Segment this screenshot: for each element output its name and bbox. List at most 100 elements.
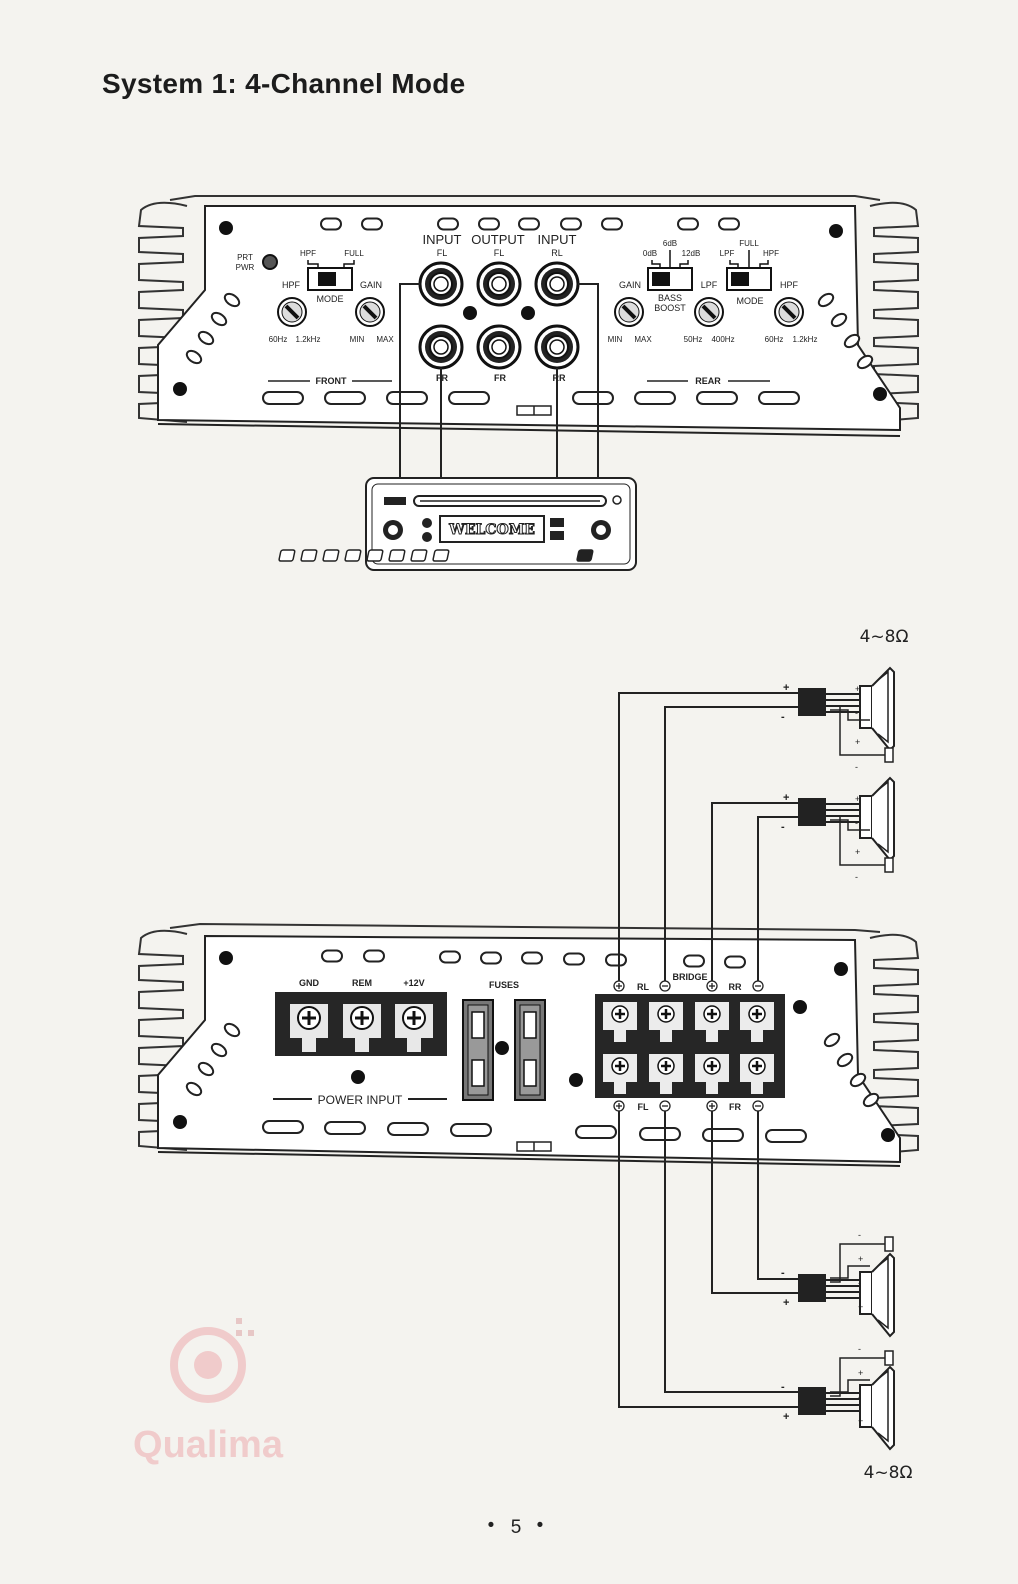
svg-text:-: -	[858, 1392, 861, 1402]
rca-jack-fr-out[interactable]	[476, 324, 522, 370]
rca-top-label: FL	[494, 248, 505, 258]
speaker-rear-right: + - + -	[797, 777, 895, 882]
svg-text:+: +	[783, 682, 789, 694]
bass-boost-6db: 6dB	[663, 239, 677, 248]
front-gain-knob[interactable]: GAIN MIN MAX	[350, 280, 395, 344]
rca-jack-fr-in[interactable]	[418, 324, 464, 370]
rear-mode-switch[interactable]: FULL LPF HPF MODE	[720, 239, 779, 306]
svg-text:-: -	[855, 872, 858, 882]
bridge-label: BRIDGE	[672, 972, 707, 982]
svg-text:+: +	[783, 1411, 789, 1423]
power-input-label: POWER INPUT	[318, 1093, 403, 1107]
impedance-top: 4~8Ω	[860, 627, 909, 647]
speaker-terminal-fl-neg[interactable]	[642, 1045, 690, 1099]
rear-hpf-max: 1.2kHz	[793, 335, 818, 344]
bass-boost-switch[interactable]: 6dB 0dB 12dB BASS BOOST	[643, 239, 700, 313]
rca-header-input-left: INPUT	[423, 232, 462, 247]
rca-header-input-right: INPUT	[538, 232, 577, 247]
mount-screw	[834, 962, 848, 976]
rca-header-output: OUTPUT	[471, 232, 525, 247]
bass-boost-line1: BASS	[658, 293, 682, 303]
rear-hpf-knob[interactable]: HPF 60Hz 1.2kHz	[765, 280, 818, 344]
mount-screw	[173, 382, 187, 396]
gnd-terminal[interactable]	[283, 994, 335, 1056]
front-mode-label: MODE	[317, 294, 344, 304]
preset-buttons[interactable]	[278, 549, 594, 562]
rear-gain-knob[interactable]: GAIN MIN MAX	[608, 280, 653, 344]
rca-bottom-label: FR	[436, 373, 448, 383]
mount-screw	[495, 1041, 509, 1055]
mount-screw	[463, 306, 477, 320]
svg-text:+: +	[855, 684, 860, 694]
head-unit: WELCOME	[278, 477, 637, 571]
svg-text:+: +	[855, 737, 860, 747]
rear-mode-lpf: LPF	[720, 249, 735, 258]
fl-label: FL	[638, 1102, 649, 1112]
svg-text:-: -	[855, 762, 858, 772]
rca-jack-rr-in[interactable]	[534, 324, 580, 370]
speaker-front-right: - + - +	[797, 1230, 895, 1337]
rear-mode-label: MODE	[737, 296, 764, 306]
power-led	[262, 254, 278, 270]
mount-screw	[219, 951, 233, 965]
mount-screw	[873, 387, 887, 401]
fuse-2[interactable]	[514, 999, 546, 1101]
rca-bottom-label: FR	[494, 373, 506, 383]
bottom-vents	[262, 391, 800, 416]
top-amplifier: PRT PWR HPF FULL MODE HPF 60Hz 1.2kHz GA…	[138, 195, 919, 437]
speaker-terminal-rl-pos[interactable]	[596, 993, 644, 1047]
fuse-1[interactable]	[462, 999, 494, 1101]
rear-mode-hpf: HPF	[763, 249, 779, 258]
svg-text:-: -	[855, 818, 858, 828]
front-mode-full: FULL	[344, 249, 364, 258]
front-hpf-knob[interactable]: HPF 60Hz 1.2kHz	[269, 280, 321, 344]
rem-terminal[interactable]	[336, 994, 388, 1056]
lpf-knob[interactable]: LPF 50Hz 400Hz	[684, 280, 735, 344]
mount-screw	[793, 1000, 807, 1014]
mount-screw	[521, 306, 535, 320]
speaker-rear-left: + - + -	[797, 667, 895, 772]
rca-cables	[399, 283, 599, 478]
mount-screw	[219, 221, 233, 235]
plus12v-terminal[interactable]	[388, 994, 440, 1056]
bottom-vents	[262, 1120, 807, 1152]
lpf-max: 400Hz	[711, 335, 734, 344]
page-title: System 1: 4-Channel Mode	[102, 68, 466, 99]
eject-button[interactable]	[384, 497, 406, 505]
speaker-terminal-rr-pos[interactable]	[688, 993, 736, 1047]
lpf-label: LPF	[701, 280, 718, 290]
polarity-signs	[616, 983, 761, 1109]
svg-text:+: +	[855, 794, 860, 804]
rca-jack-fl-out[interactable]	[476, 261, 522, 307]
svg-text:-: -	[858, 1344, 861, 1354]
rear-label: REAR	[695, 376, 721, 386]
rear-mode-full: FULL	[739, 239, 759, 248]
svg-text:+: +	[855, 847, 860, 857]
speaker-terminal-rr-neg[interactable]	[733, 993, 781, 1047]
front-mode-switch[interactable]: HPF FULL MODE	[300, 249, 364, 304]
mount-screw	[881, 1128, 895, 1142]
speaker-terminal-fr-neg[interactable]	[733, 1045, 781, 1099]
rca-top-label: FL	[437, 248, 448, 258]
rca-bottom-label: RR	[553, 373, 566, 383]
speaker-wires	[618, 692, 800, 1408]
rca-top-label: RL	[551, 248, 563, 258]
svg-text:-: -	[858, 1230, 861, 1240]
rca-jack-fl-in[interactable]	[418, 261, 464, 307]
speaker-front-left: - + - +	[797, 1344, 895, 1450]
speaker-terminal-rl-neg[interactable]	[642, 993, 690, 1047]
wire-polarity-labels: + - + - - + - +	[781, 682, 789, 1423]
rca-jack-rl-in[interactable]	[534, 261, 580, 307]
speaker-terminal-fl-pos[interactable]	[596, 1045, 644, 1099]
plus12v-label: +12V	[403, 978, 424, 988]
svg-text:+: +	[783, 792, 789, 804]
rl-label: RL	[637, 982, 649, 992]
svg-text:-: -	[858, 1278, 861, 1288]
speaker-terminal-fr-pos[interactable]	[688, 1045, 736, 1099]
bass-boost-line2: BOOST	[654, 303, 686, 313]
mount-screw	[173, 1115, 187, 1129]
gnd-label: GND	[299, 978, 320, 988]
side-vents	[185, 1022, 880, 1108]
